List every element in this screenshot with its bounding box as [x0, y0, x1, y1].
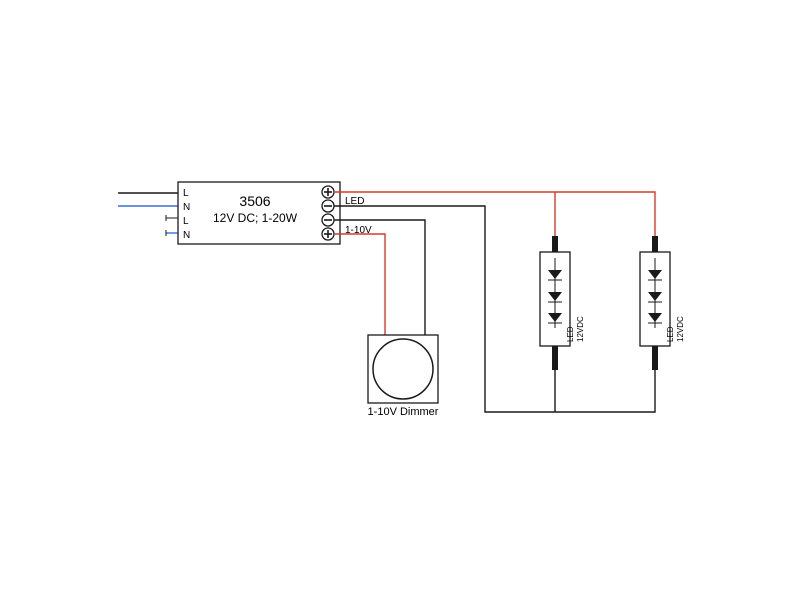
- driver-rating: 12V DC; 1-20W: [213, 211, 298, 225]
- mains-input-wires: [118, 192, 178, 236]
- terminal-label-l2: L: [183, 216, 189, 227]
- driver-model: 3506: [239, 193, 270, 209]
- dimmer-label: 1-10V Dimmer: [368, 406, 439, 418]
- terminal-label-n1: N: [183, 202, 190, 213]
- led-strip-2-label: LED: [666, 326, 675, 342]
- led-strip-1-bottom-connector: [552, 346, 558, 370]
- wire-control-positive: [334, 233, 386, 335]
- driver-3506: L N L N 3506 12V DC; 1-20W: [177, 181, 341, 245]
- led-strip-2: LED 12VDC: [639, 236, 685, 370]
- output-terminal-plus-1: [321, 185, 335, 199]
- led-strip-1-top-connector: [552, 236, 558, 252]
- led-strip-1-label: LED: [566, 326, 575, 342]
- led-strip-2-voltage: 12VDC: [676, 316, 685, 342]
- terminal-label-l1: L: [183, 188, 189, 199]
- wire-control-negative: [334, 219, 426, 335]
- led-strip-2-top-connector: [652, 236, 658, 252]
- led-diode-icon: [548, 292, 562, 303]
- output-terminal-minus-2: [321, 213, 335, 227]
- control-output-label: 1-10V: [345, 225, 372, 236]
- led-strip-1-voltage: 12VDC: [576, 316, 585, 342]
- led-diode-icon: [548, 313, 562, 324]
- terminal-label-n2: N: [183, 230, 190, 241]
- led-diode-icon: [648, 292, 662, 303]
- led-diode-icon: [648, 270, 662, 281]
- wire-led-negative: [334, 205, 656, 413]
- output-terminal-minus-1: [321, 199, 335, 213]
- led-strip-2-bottom-connector: [652, 346, 658, 370]
- driver-body: [177, 181, 341, 245]
- dimmer-knob: [372, 338, 434, 400]
- led-diode-icon: [648, 313, 662, 324]
- led-diode-icon: [548, 270, 562, 281]
- wire-led-positive: [334, 191, 656, 236]
- output-terminal-plus-2: [321, 227, 335, 241]
- dimmer-1-10v: 1-10V Dimmer: [367, 334, 439, 418]
- led-output-label: LED: [345, 196, 364, 207]
- led-strip-1: LED 12VDC: [539, 236, 585, 370]
